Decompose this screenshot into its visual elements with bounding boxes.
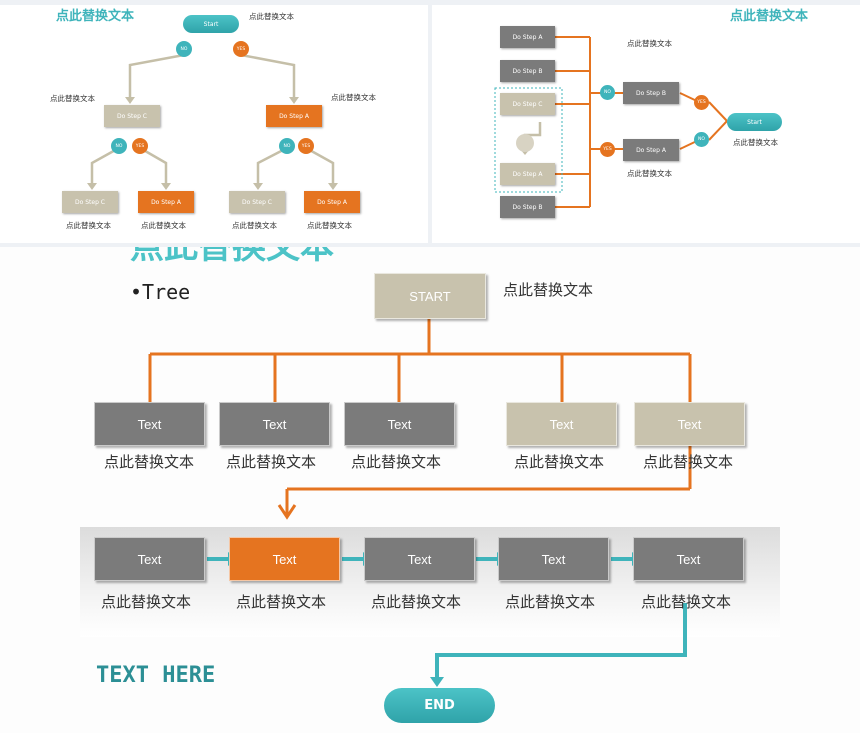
left-diagram-panel: 点此替换文本 Start 点此替换文本 NO YES 点此替换文本 点此替换文本… bbox=[0, 5, 428, 243]
left-no-circle-2: NO bbox=[111, 138, 127, 154]
row2-caption-5: 点此替换文本 bbox=[641, 593, 732, 611]
right-diagram-panel: 点此替换文本 Do Step A Do Step B Do Step C Do … bbox=[432, 5, 860, 243]
right-no-circle: NO bbox=[600, 85, 615, 100]
end-node: END bbox=[384, 688, 495, 723]
left-start-caption: 点此替换文本 bbox=[249, 12, 294, 21]
row1-caption-1: 点此替换文本 bbox=[104, 453, 195, 471]
bottom-caption-2: 点此替换文本 bbox=[141, 221, 186, 230]
row2-box-1: Text bbox=[94, 537, 205, 581]
right-inner-circle bbox=[516, 134, 534, 152]
row1-caption-5: 点此替换文本 bbox=[643, 453, 734, 471]
left-start-node: Start bbox=[183, 15, 239, 33]
row1-caption-2: 点此替换文本 bbox=[226, 453, 317, 471]
right-step-5: Do Step B bbox=[500, 196, 555, 218]
row2-caption-2: 点此替换文本 bbox=[236, 593, 327, 611]
right-start-node: Start bbox=[727, 113, 782, 131]
right-caption-mid: 点此替换文本 bbox=[627, 169, 672, 178]
row2-box-5: Text bbox=[633, 537, 744, 581]
row1-caption-4: 点此替换文本 bbox=[514, 453, 605, 471]
bottom-caption-4: 点此替换文本 bbox=[307, 221, 352, 230]
main-connectors bbox=[148, 319, 692, 687]
main-heading: 点此替换文本 bbox=[130, 247, 334, 267]
row1-box-3: Text bbox=[344, 402, 455, 446]
right-step-2: Do Step B bbox=[500, 60, 555, 82]
row1-box-5: Text bbox=[634, 402, 745, 446]
row2-caption-1: 点此替换文本 bbox=[101, 593, 192, 611]
left-branch-caption: 点此替换文本 bbox=[50, 94, 95, 103]
right-step-3: Do Step C bbox=[500, 93, 555, 115]
bullet-text: •Tree bbox=[130, 280, 191, 304]
text-here-label: TEXT HERE bbox=[96, 663, 216, 688]
right-step-a2: Do Step A bbox=[623, 139, 679, 161]
step-c-node: Do Step C bbox=[104, 105, 160, 127]
row1-box-2: Text bbox=[219, 402, 330, 446]
right-branch-caption: 点此替换文本 bbox=[331, 93, 376, 102]
right-yes-circle: YES bbox=[600, 142, 615, 157]
row2-box-4: Text bbox=[498, 537, 609, 581]
bottom-step-box-2: Do Step A bbox=[138, 191, 194, 213]
right-panel-title: 点此替换文本 bbox=[730, 9, 809, 24]
row1-box-1: Text bbox=[94, 402, 205, 446]
step-a-node: Do Step A bbox=[266, 105, 322, 127]
row2-caption-3: 点此替换文本 bbox=[371, 593, 462, 611]
right-yes-circle: YES bbox=[298, 138, 314, 154]
bottom-step-box-1: Do Step C bbox=[62, 191, 118, 213]
right-step-4: Do Step A bbox=[500, 163, 555, 185]
row2-box-2: Text bbox=[229, 537, 340, 581]
row1-caption-3: 点此替换文本 bbox=[351, 453, 442, 471]
start-caption: 点此替换文本 bbox=[503, 281, 594, 299]
right-caption-start: 点此替换文本 bbox=[733, 138, 778, 147]
main-flowchart-panel: 点此替换文本 •Tree START bbox=[0, 247, 860, 733]
right-step-b2: Do Step B bbox=[623, 82, 679, 104]
bottom-step-box-3: Do Step C bbox=[229, 191, 285, 213]
row2-caption-4: 点此替换文本 bbox=[505, 593, 596, 611]
bottom-caption-1: 点此替换文本 bbox=[66, 221, 111, 230]
left-yes-circle-2: YES bbox=[132, 138, 148, 154]
right-yes-circle-2: YES bbox=[694, 95, 709, 110]
bottom-caption-3: 点此替换文本 bbox=[232, 221, 277, 230]
left-connectors bbox=[87, 43, 338, 190]
right-no-circle: NO bbox=[279, 138, 295, 154]
row2-box-3: Text bbox=[364, 537, 475, 581]
right-step-1: Do Step A bbox=[500, 26, 555, 48]
left-yes-circle: YES bbox=[233, 41, 249, 57]
row1-box-4: Text bbox=[506, 402, 617, 446]
left-no-circle: NO bbox=[176, 41, 192, 57]
right-caption-top: 点此替换文本 bbox=[627, 39, 672, 48]
bottom-step-box-4: Do Step A bbox=[304, 191, 360, 213]
right-no-circle-2: NO bbox=[694, 132, 709, 147]
left-panel-title: 点此替换文本 bbox=[56, 9, 135, 24]
start-node: START bbox=[374, 273, 486, 319]
